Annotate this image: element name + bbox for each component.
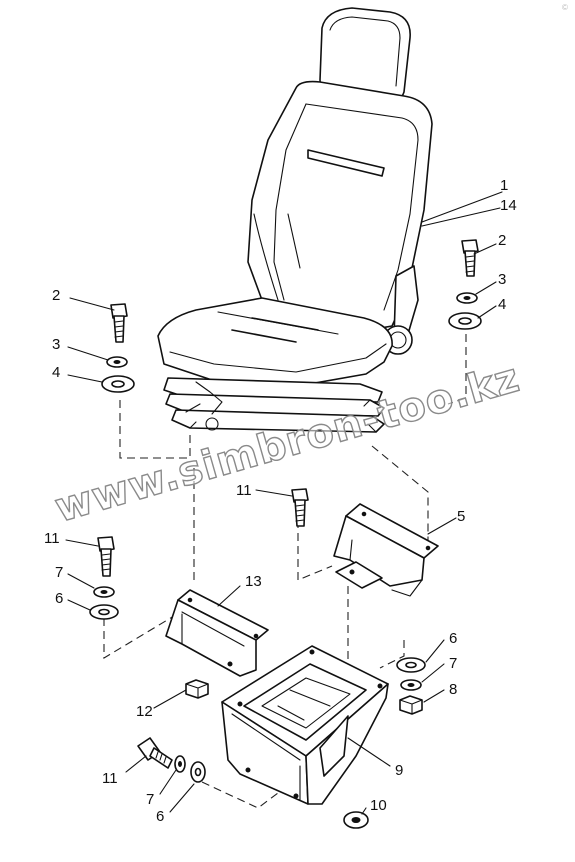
bolt-right-upper — [461, 239, 479, 277]
callout-4-right: 4 — [498, 296, 506, 313]
callout-11-left: 11 — [44, 530, 60, 547]
flat-washer-right-lower — [396, 657, 426, 673]
callout-1: 1 — [500, 177, 508, 194]
callout-6-right: 6 — [449, 630, 457, 647]
callout-4-left: 4 — [52, 364, 60, 381]
flat-nut-bottom — [343, 811, 369, 829]
bolt-middle — [291, 488, 309, 527]
bolt-bottom — [137, 737, 173, 769]
hex-nut-left — [185, 679, 209, 699]
mounting-bracket-left — [165, 589, 269, 677]
callout-10: 10 — [370, 797, 387, 814]
seat-base-frame — [221, 645, 389, 805]
callout-7-right: 7 — [449, 655, 457, 672]
callout-13: 13 — [245, 573, 262, 590]
lock-washer-right — [456, 292, 478, 304]
leader-lines — [65, 191, 503, 815]
callout-2-right: 2 — [498, 232, 506, 249]
seat-assembly — [157, 7, 433, 433]
bolt-left-upper — [110, 303, 128, 343]
callout-5: 5 — [457, 508, 465, 525]
callout-9: 9 — [395, 762, 403, 779]
flat-washer-right — [448, 312, 482, 330]
lock-washer-left — [106, 356, 128, 368]
callout-11-bottom: 11 — [102, 770, 118, 787]
callout-6-bottom: 6 — [156, 808, 164, 825]
callout-8: 8 — [449, 681, 457, 698]
flat-washer-bottom — [190, 761, 206, 783]
lock-washer-left-lower — [93, 586, 115, 598]
flat-washer-left-lower — [89, 604, 119, 620]
callout-3-right: 3 — [498, 271, 506, 288]
lock-washer-right-lower — [400, 679, 422, 691]
flat-washer-left — [101, 375, 135, 393]
assembly-center-lines — [103, 334, 467, 809]
callout-11-middle: 11 — [236, 482, 252, 499]
bolt-left-lower — [97, 536, 115, 577]
callout-numbers: 1 14 2 3 4 2 3 4 5 11 11 7 6 13 6 7 8 12… — [44, 177, 517, 825]
callout-12: 12 — [136, 703, 153, 720]
callout-7-bottom: 7 — [146, 791, 154, 808]
callout-7-left: 7 — [55, 564, 63, 581]
hex-nut-right — [399, 695, 423, 715]
callout-6-left: 6 — [55, 590, 63, 607]
corner-copyright-mark: © — [562, 3, 568, 12]
mounting-bracket-right — [333, 503, 439, 597]
callout-14: 14 — [500, 197, 517, 214]
lock-washer-bottom — [174, 755, 186, 773]
callout-3-left: 3 — [52, 336, 60, 353]
callout-2-left: 2 — [52, 287, 60, 304]
